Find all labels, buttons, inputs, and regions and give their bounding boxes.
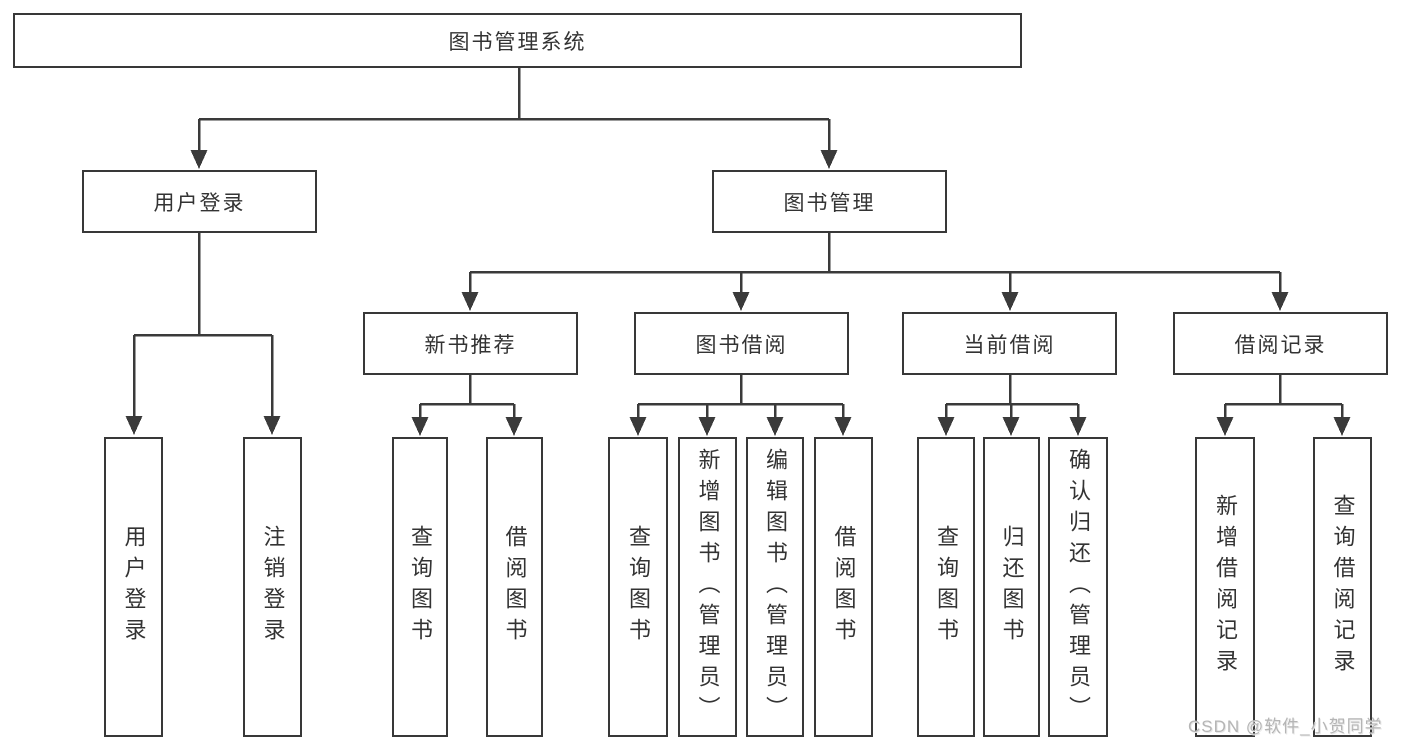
leaf-label: 新增借阅记录 <box>1213 494 1238 680</box>
leaf-label: 查询图书 <box>934 525 959 649</box>
leaf-borrow-books-recommend: 借阅图书 <box>486 437 543 737</box>
leaf-query-books-recommend: 查询图书 <box>392 437 448 737</box>
node-book-management: 图书管理 <box>712 170 947 233</box>
leaf-query-books-current: 查询图书 <box>917 437 975 737</box>
leaf-label: 借阅图书 <box>831 525 857 649</box>
leaf-confirm-return-admin: 确认归还（管理员） <box>1048 437 1108 737</box>
leaf-query-borrow-record: 查询借阅记录 <box>1313 437 1372 737</box>
leaf-label: 归还图书 <box>999 525 1025 649</box>
node-user-login: 用户登录 <box>82 170 317 233</box>
leaf-logout: 注销登录 <box>243 437 302 737</box>
leaf-edit-book-admin: 编辑图书（管理员） <box>746 437 804 737</box>
leaf-label: 借阅图书 <box>502 525 528 649</box>
leaf-user-login: 用户登录 <box>104 437 163 737</box>
leaf-label: 用户登录 <box>121 525 147 649</box>
node-book-borrow: 图书借阅 <box>634 312 849 375</box>
csdn-watermark: CSDN @软件_小贺同学 <box>1188 717 1383 736</box>
leaf-label: 查询图书 <box>408 525 433 649</box>
leaf-label: 查询借阅记录 <box>1330 494 1356 680</box>
node-root-system: 图书管理系统 <box>13 13 1022 68</box>
leaf-add-book-admin: 新增图书（管理员） <box>678 437 737 737</box>
leaf-label: 查询图书 <box>626 525 651 649</box>
leaf-borrow-books: 借阅图书 <box>814 437 873 737</box>
leaf-label: 注销登录 <box>260 525 286 649</box>
leaf-label: 编辑图书（管理员） <box>763 447 788 727</box>
leaf-return-book: 归还图书 <box>983 437 1040 737</box>
node-borrow-records: 借阅记录 <box>1173 312 1388 375</box>
leaf-add-borrow-record: 新增借阅记录 <box>1195 437 1255 737</box>
node-new-book-recommend: 新书推荐 <box>363 312 578 375</box>
node-current-borrow: 当前借阅 <box>902 312 1117 375</box>
leaf-label: 确认归还（管理员） <box>1066 447 1091 727</box>
leaf-query-books-borrow: 查询图书 <box>608 437 668 737</box>
leaf-label: 新增图书（管理员） <box>695 447 721 727</box>
